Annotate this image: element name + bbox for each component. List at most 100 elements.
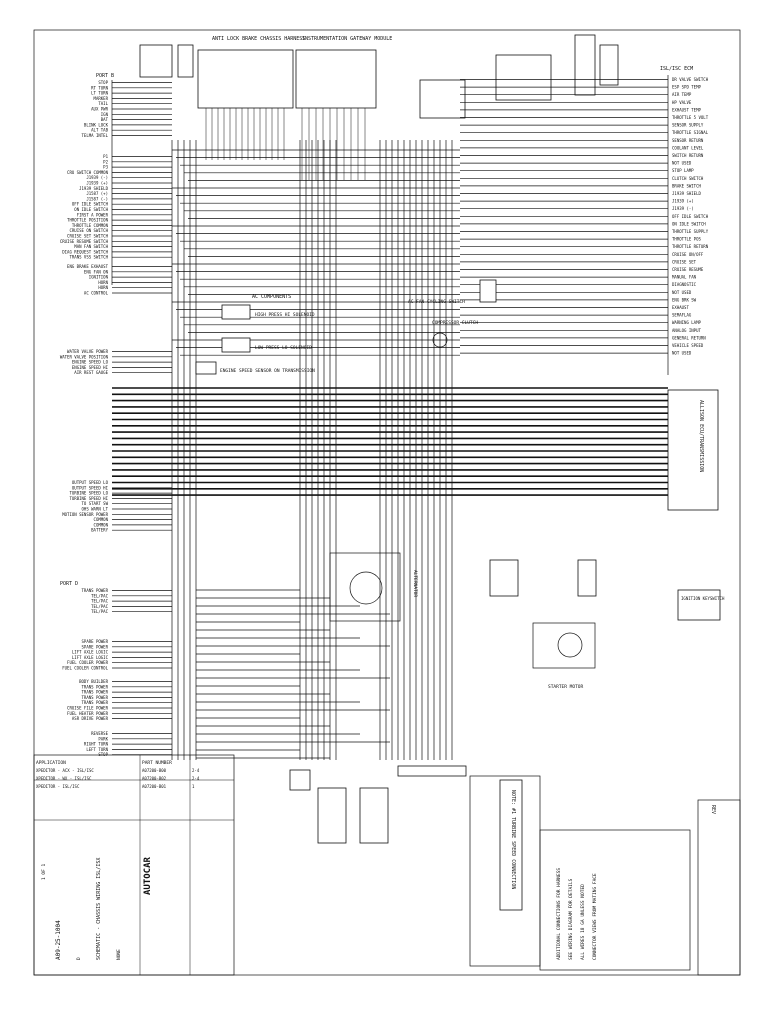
right-label: HP VALVE <box>672 100 692 105</box>
left-label: COMMON <box>94 522 109 527</box>
right-label: COOLANT LEVEL <box>672 145 704 150</box>
keyswitch-label: IGNITION KEYSWITCH <box>681 596 725 601</box>
left-label: TEL/PAC <box>91 599 108 604</box>
right-label: THROTTLE SIGNAL <box>672 130 709 135</box>
drawing-title: SCHEMATIC - CHASSIS WIRING ISL/ISX <box>96 858 102 960</box>
left-label: J1939 (+) <box>86 181 108 186</box>
compressor-label: COMPRESSOR CLUTCH <box>432 320 478 326</box>
left-label: FUEL HEATER POWER <box>67 711 109 716</box>
left-label: P2 <box>103 159 108 164</box>
left-label: SPARE POWER <box>82 644 109 649</box>
left-label: TRANS POWER <box>82 700 109 705</box>
left-label: MARKER <box>94 96 109 101</box>
title-block: AUTOCAR SCHEMATIC - CHASSIS WIRING ISL/I… <box>33 754 235 976</box>
abs-connector: ANTI LOCK BRAKE CHASSIS HARNESS <box>197 36 305 109</box>
lower-connectors: NOTE: #1 TURBINE SPEED CONNECTION <box>289 765 541 967</box>
left-label: TAIL <box>98 101 108 106</box>
left-label: J1587 (-) <box>86 196 108 201</box>
right-label: CRUISE SET <box>672 259 697 264</box>
left-label: ENG BRAKE EXHAUST <box>67 264 109 269</box>
app-rev: 2-4 <box>192 776 200 781</box>
app-part: A07200-B02 <box>142 776 167 781</box>
port-d-label: PORT D <box>60 581 78 587</box>
left-label: IGN <box>101 112 109 117</box>
legend-note: ALL WIRES 18 GA UNLESS NOTED <box>580 884 586 960</box>
brand-logo: AUTOCAR <box>143 856 153 895</box>
ac-fan-label: AC FAN CYCLING SWITCH <box>408 299 465 305</box>
size-value: D <box>76 957 82 960</box>
right-label: SENSOR RETURN <box>672 138 704 143</box>
wire-bundle <box>112 79 668 760</box>
left-label: J1939 (-) <box>86 175 108 180</box>
left-label: TRANS POWER <box>82 588 109 593</box>
left-label: TEL/PAC <box>91 593 108 598</box>
right-label: ANALOG INPUT <box>672 328 701 333</box>
instrumentation-connector: INSTRUMENTATION GATEWAY MODULE <box>295 36 392 109</box>
compressor-clutch-symbol <box>432 332 448 348</box>
left-label: MOTION SENSOR POWER <box>62 512 108 517</box>
right-label: MANUAL FAN <box>672 275 697 280</box>
left-label: ENGINE SPEED LO <box>72 360 109 365</box>
left-label: CRU SWITCH COMMON <box>67 170 109 175</box>
app-rev: 1 <box>192 784 195 789</box>
left-label: TURBINE SPEED HI <box>69 496 108 501</box>
revision-block: REV <box>697 799 741 976</box>
part-number-header: PART NUMBER <box>142 760 172 766</box>
right-label: SENSOR SUPPLY <box>672 123 704 128</box>
ac-components-label: AC COMPONENTS <box>252 294 291 300</box>
left-label: TRANS VSS SWITCH <box>69 255 108 260</box>
right-label: J1939 (-) <box>672 206 694 211</box>
left-label: CRUISE SET SWITCH <box>67 234 109 239</box>
abs-label: ANTI LOCK BRAKE CHASSIS HARNESS <box>212 36 305 42</box>
left-label: LT TURN <box>91 91 108 96</box>
right-label: BRAKE SWITCH <box>672 183 701 188</box>
right-label: DIAGNOSTIC <box>672 282 697 287</box>
note-box-label: NOTE: #1 TURBINE SPEED CONNECTION <box>510 790 516 889</box>
legend-note: CONNECTOR VIEWS FROM MATING FACE <box>592 873 598 960</box>
right-label: OFF IDLE SWITCH <box>672 214 709 219</box>
left-label: P1 <box>103 154 108 159</box>
right-label: SEMAFLAG <box>672 313 692 318</box>
right-label: NOT USED <box>672 351 692 356</box>
right-label: NOT USED <box>672 161 692 166</box>
left-label: OFF IDLE SWITCH <box>72 202 109 207</box>
left-label: OUTPUT SPEED HI <box>72 485 109 490</box>
left-label: TEL/PAC <box>91 604 108 609</box>
left-label: TURBINE SPEED LO <box>69 491 108 496</box>
left-label: THROTTLE POSITION <box>67 218 109 223</box>
scale-value: NONE <box>116 949 122 960</box>
right-label: DR VALVE SWITCH <box>672 77 709 82</box>
left-label: BATTERY <box>91 528 108 533</box>
high-press-label: HIGH PRESS HI SOLENOID <box>255 312 315 318</box>
starter-label: STARTER MOTOR <box>548 684 584 690</box>
left-label: RT TURN <box>91 85 108 90</box>
sheet-border <box>33 29 741 976</box>
alternator: ALTERNATOR <box>329 552 418 622</box>
left-label: HORN <box>98 280 108 285</box>
left-label: COMMON <box>94 517 109 522</box>
right-label: ON IDLE SWITCH <box>672 221 706 226</box>
left-label: THROTTLE COMMON <box>72 223 109 228</box>
left-label: TEL/PAC <box>91 609 108 614</box>
allison-label: ALLISON ECU/TRANSMISSION <box>698 400 704 472</box>
left-label: BODY BUILDER <box>79 679 108 684</box>
ac-fan-switch: AC FAN CYCLING SWITCH COMPRESSOR CLUTCH <box>408 279 497 348</box>
app-rev: 2-4 <box>192 768 200 773</box>
right-label: VEHICLE SPEED <box>672 343 704 348</box>
right-label: CRUISE RESUME <box>672 267 704 272</box>
right-label: ESP SPD TEMP <box>672 85 701 90</box>
left-label: WATER VALVE POSITION <box>60 354 109 359</box>
left-label: AUX PWR <box>91 107 108 112</box>
left-label: OUTPUT SPEED LO <box>72 480 109 485</box>
left-label: ALT TAB <box>91 128 108 133</box>
left-label: FIRST A POWER <box>77 212 109 217</box>
left-label: IGNITION <box>89 275 109 280</box>
right-label: ENG BRK SW <box>672 297 697 302</box>
engine-speed-sensor-label: ENGINE SPEED SENSOR ON TRANSMISSION <box>220 368 315 374</box>
right-label: THROTTLE 5 VOLT <box>672 115 709 120</box>
left-label: FUEL COOLER POWER <box>67 660 109 665</box>
left-label: CRUISE FILE POWER <box>67 706 109 711</box>
